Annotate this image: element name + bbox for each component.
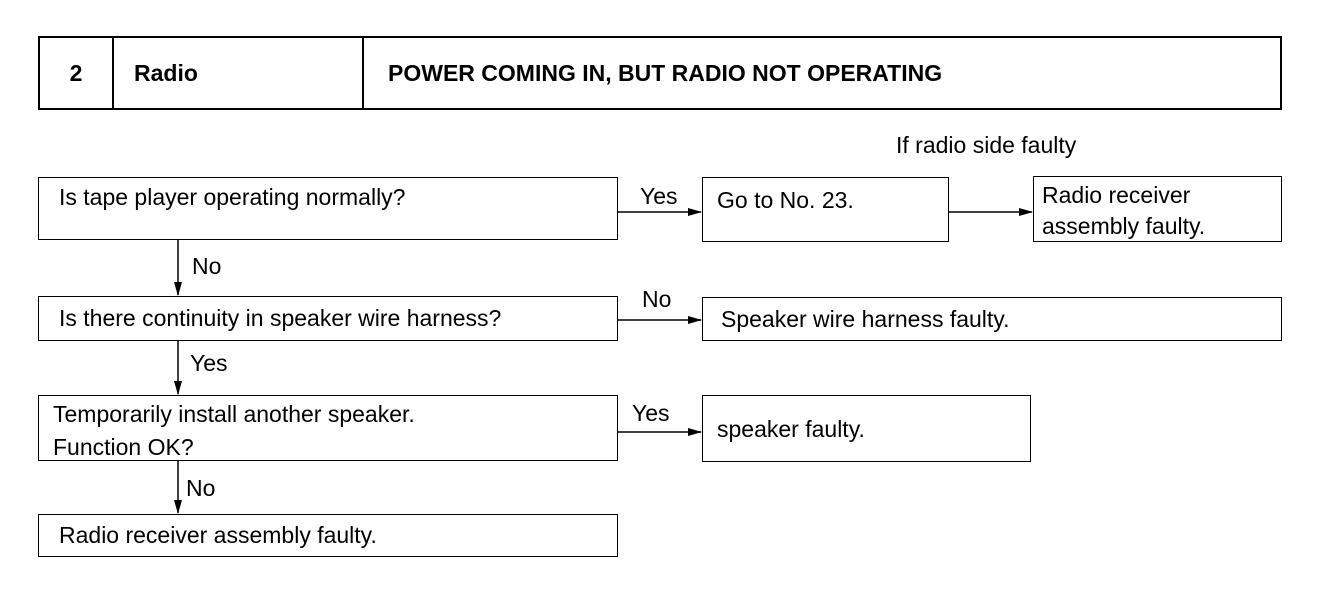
section-number: 2 [40, 38, 114, 108]
question-tape-player: Is tape player operating normally? [38, 177, 618, 240]
result-radio-faulty-bottom: Radio receiver assembly faulty. [38, 514, 618, 557]
goto-text: Go to No. 23. [717, 187, 854, 213]
edge-label-q1-no: No [192, 253, 222, 279]
question-another-speaker-line2: Function OK? [53, 434, 194, 460]
result-radio-faulty-top: Radio receiver assembly faulty. [1033, 176, 1282, 242]
system-name: Radio [114, 38, 364, 108]
goto-box: Go to No. 23. [702, 177, 949, 242]
edge-label-q3-no: No [186, 475, 216, 501]
question-another-speaker: Temporarily install another speaker. Fun… [38, 395, 618, 461]
result-speaker-faulty: speaker faulty. [702, 395, 1031, 462]
result-speaker-faulty-text: speaker faulty. [717, 416, 865, 442]
question-tape-player-text: Is tape player operating normally? [59, 184, 406, 210]
result-radio-faulty-top-line1: Radio receiver [1042, 182, 1191, 208]
question-another-speaker-line1: Temporarily install another speaker. [53, 401, 415, 427]
edge-label-q3-yes: Yes [632, 400, 670, 426]
result-radio-faulty-top-line2: assembly faulty. [1042, 213, 1206, 239]
result-harness-faulty-text: Speaker wire harness faulty. [721, 306, 1010, 332]
result-radio-faulty-bottom-text: Radio receiver assembly faulty. [59, 522, 377, 548]
edge-label-q1-yes: Yes [640, 183, 678, 209]
question-speaker-harness-text: Is there continuity in speaker wire harn… [59, 305, 502, 331]
note-radio-side-faulty: If radio side faulty [896, 132, 1077, 158]
edge-label-q2-no: No [642, 286, 672, 312]
question-speaker-harness: Is there continuity in speaker wire harn… [38, 296, 618, 341]
header-table: 2 Radio POWER COMING IN, BUT RADIO NOT O… [38, 36, 1282, 110]
result-harness-faulty: Speaker wire harness faulty. [702, 297, 1282, 341]
edge-label-q2-yes: Yes [190, 350, 228, 376]
page-title: POWER COMING IN, BUT RADIO NOT OPERATING [388, 59, 943, 86]
